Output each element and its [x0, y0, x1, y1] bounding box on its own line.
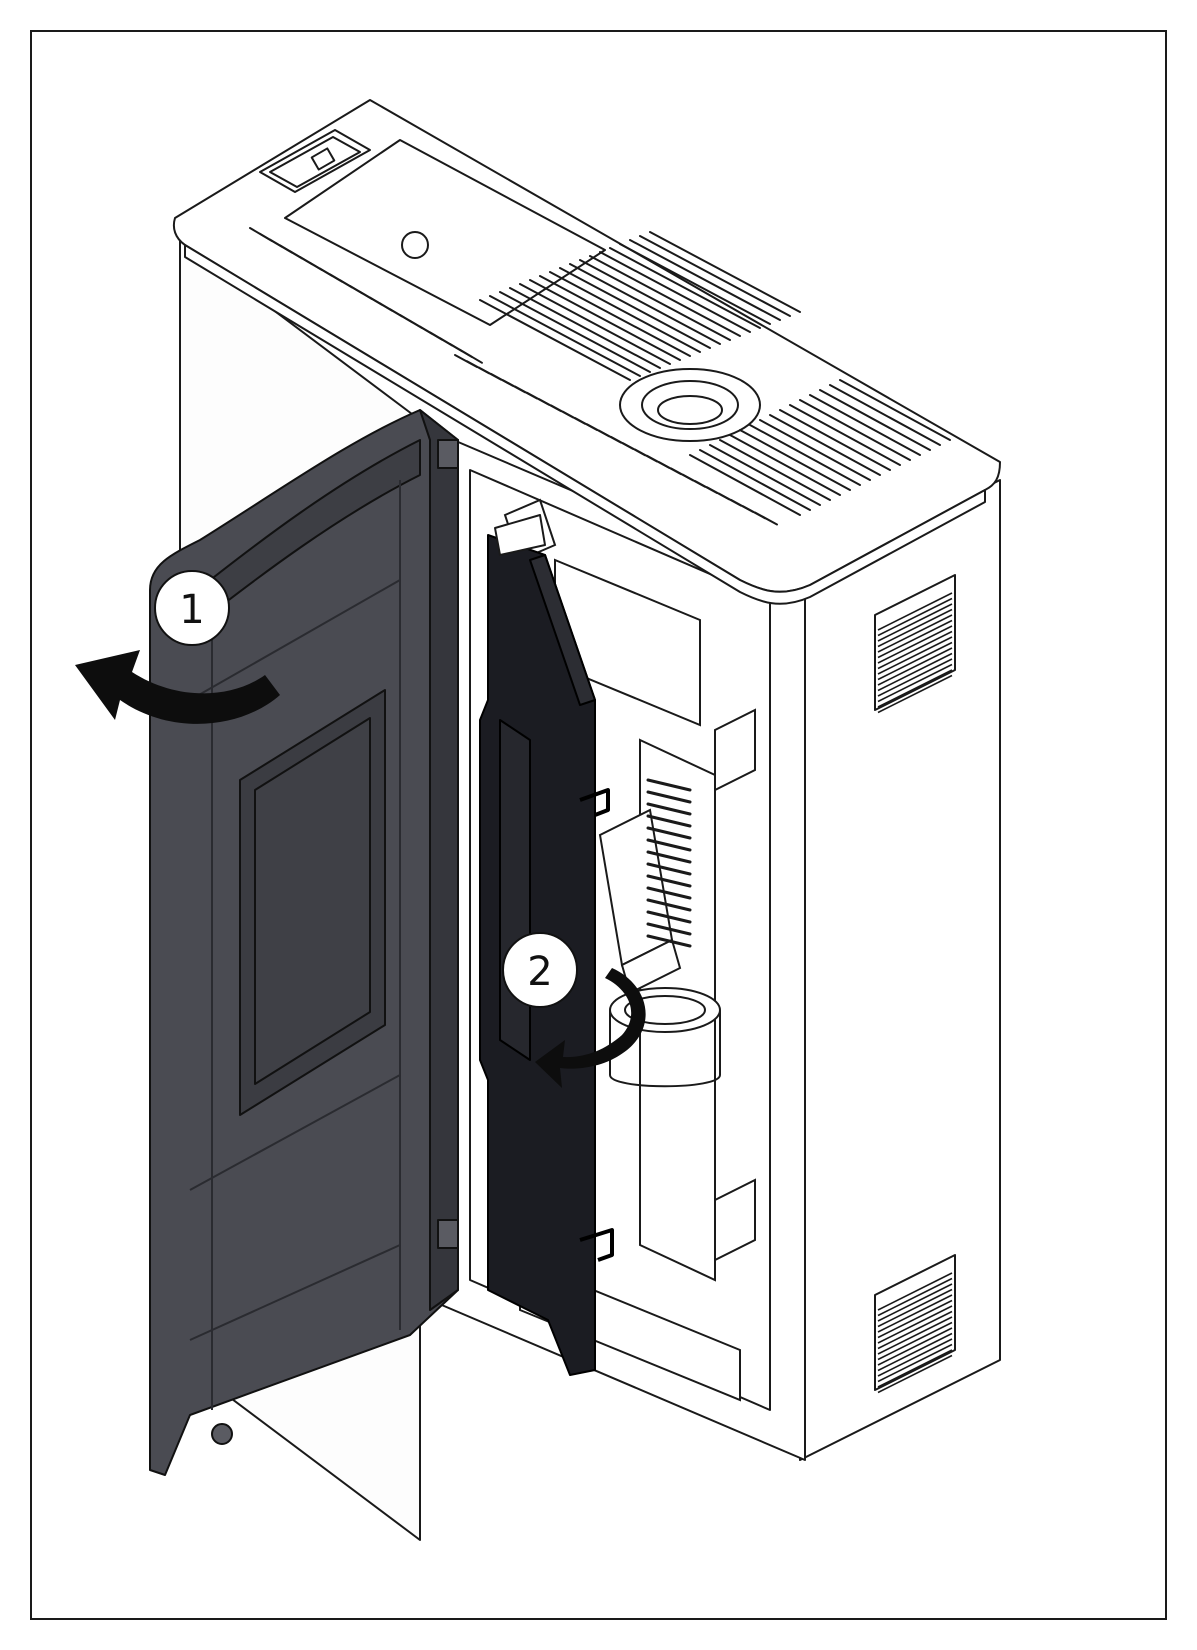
step-callout-2: 2 — [502, 932, 578, 1008]
front-door — [149, 409, 459, 1476]
grille-slot — [459, 348, 483, 364]
arrow-step-1 — [75, 650, 280, 724]
grille-slot — [519, 283, 671, 365]
side-vent-louvres — [877, 592, 953, 1394]
firebox-slot — [646, 922, 692, 936]
louvre-line — [877, 597, 953, 637]
louvre-line — [877, 1354, 953, 1394]
louvre-line — [877, 614, 953, 653]
firebox-slot — [646, 778, 692, 792]
grille-slot — [749, 424, 861, 486]
louvre-line — [877, 647, 953, 686]
grille-slot — [769, 414, 881, 476]
louvre-line — [877, 630, 953, 670]
grille-slot — [719, 439, 831, 501]
louvre-line — [877, 619, 953, 659]
louvre-line — [877, 658, 953, 697]
grille-slot — [739, 429, 851, 491]
grille-slot — [639, 235, 791, 317]
louvre-line — [877, 1288, 953, 1328]
firebox-slot — [646, 790, 692, 804]
louvre-line — [877, 625, 953, 664]
louvre-line — [877, 663, 953, 703]
louvre-line — [877, 1305, 953, 1344]
louvre-line — [877, 1294, 953, 1333]
top-grille-slots — [249, 227, 951, 526]
grille-slot — [609, 247, 761, 329]
firebox-slot — [646, 862, 692, 876]
firebox-slot — [646, 874, 692, 888]
grille-slot — [569, 263, 721, 345]
louvre-line — [877, 603, 953, 642]
grille-slot — [699, 449, 811, 511]
grille-slot — [579, 259, 731, 341]
grille-slot — [729, 434, 841, 496]
grille-slot — [499, 291, 651, 373]
firebox-slot — [646, 898, 692, 912]
grille-slot — [489, 295, 641, 377]
step-number-1: 1 — [179, 587, 204, 633]
grille-slot — [549, 271, 701, 353]
firebox-slot — [646, 886, 692, 900]
louvre-line — [877, 674, 953, 714]
louvre-line — [877, 592, 953, 631]
grille-slot — [539, 275, 691, 357]
louvre-line — [877, 1332, 953, 1372]
louvre-line — [877, 1283, 953, 1322]
firebox-slot — [646, 850, 692, 864]
firebox-slot — [646, 910, 692, 924]
louvre-line — [877, 1272, 953, 1311]
louvre-line — [877, 1277, 953, 1317]
louvre-line — [877, 1299, 953, 1339]
grille-slot — [689, 454, 801, 516]
grille-slot — [649, 231, 801, 313]
grille-slot — [779, 409, 891, 471]
louvre-line — [877, 636, 953, 675]
grille-slot — [839, 379, 951, 441]
grille-slot — [789, 404, 901, 466]
louvre-line — [877, 1327, 953, 1366]
louvre-line — [877, 1349, 953, 1388]
louvre-line — [877, 1343, 953, 1383]
grille-slot — [599, 251, 751, 333]
grille-slot — [709, 444, 821, 506]
arrow-step-2 — [535, 968, 646, 1088]
firebox-slot — [646, 934, 692, 948]
firebox-slot — [646, 814, 692, 828]
louvre-line — [877, 652, 953, 692]
grille-slot — [759, 419, 871, 481]
grille-slot — [509, 287, 661, 369]
grille-slot — [819, 389, 931, 451]
grille-slot — [529, 279, 681, 361]
step-callout-1: 1 — [154, 570, 230, 646]
louvre-line — [877, 1316, 953, 1355]
grille-slot — [799, 399, 911, 461]
louvre-line — [877, 608, 953, 648]
grille-slot — [559, 267, 711, 349]
grille-slot — [619, 243, 771, 325]
grille-slot — [754, 511, 778, 526]
grille-slot — [589, 255, 741, 337]
grille-slot — [829, 384, 941, 446]
grille-slot — [809, 394, 921, 456]
firebox-slot — [646, 826, 692, 840]
step-number-2: 2 — [527, 949, 552, 995]
firebox-vent-slots — [646, 778, 692, 948]
grille-slot — [629, 239, 781, 321]
louvre-line — [877, 1310, 953, 1350]
louvre-line — [877, 1321, 953, 1361]
grille-slot — [479, 299, 631, 381]
louvre-line — [877, 669, 953, 708]
firebox-slot — [646, 838, 692, 852]
firebox-slot — [646, 802, 692, 816]
louvre-line — [877, 641, 953, 681]
louvre-line — [877, 1338, 953, 1377]
